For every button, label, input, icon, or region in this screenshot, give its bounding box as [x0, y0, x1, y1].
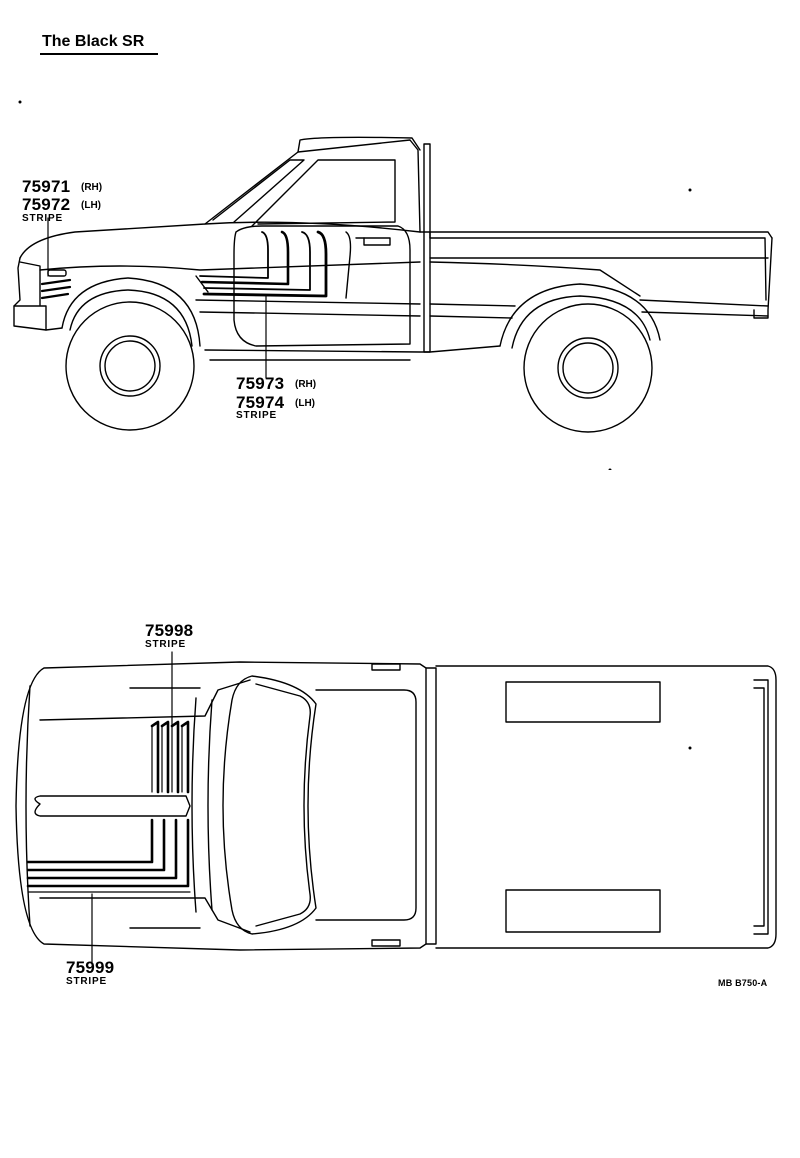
- stripe-caption: STRIPE: [66, 976, 107, 987]
- rh-suffix: (RH): [81, 182, 103, 193]
- truck-side-view: [13, 100, 773, 470]
- part-number-75971: 75971: [22, 177, 71, 196]
- lh-suffix: (LH): [295, 398, 315, 409]
- page-title: The Black SR: [42, 33, 145, 50]
- stripe-caption: STRIPE: [145, 639, 186, 650]
- rh-suffix: (RH): [295, 379, 317, 390]
- title-underline: [40, 53, 158, 55]
- part-number-75973: 75973: [236, 374, 285, 393]
- stripe-caption: STRIPE: [236, 410, 277, 421]
- part-number-75972: 75972: [22, 195, 71, 214]
- part-number-75998: 75998: [145, 621, 194, 640]
- lh-suffix: (LH): [81, 200, 101, 211]
- part-number-75999: 75999: [66, 958, 115, 977]
- drawing-reference-code: MB B750-A: [718, 978, 768, 988]
- part-number-75974: 75974: [236, 393, 285, 412]
- stripe-caption: STRIPE: [22, 213, 63, 224]
